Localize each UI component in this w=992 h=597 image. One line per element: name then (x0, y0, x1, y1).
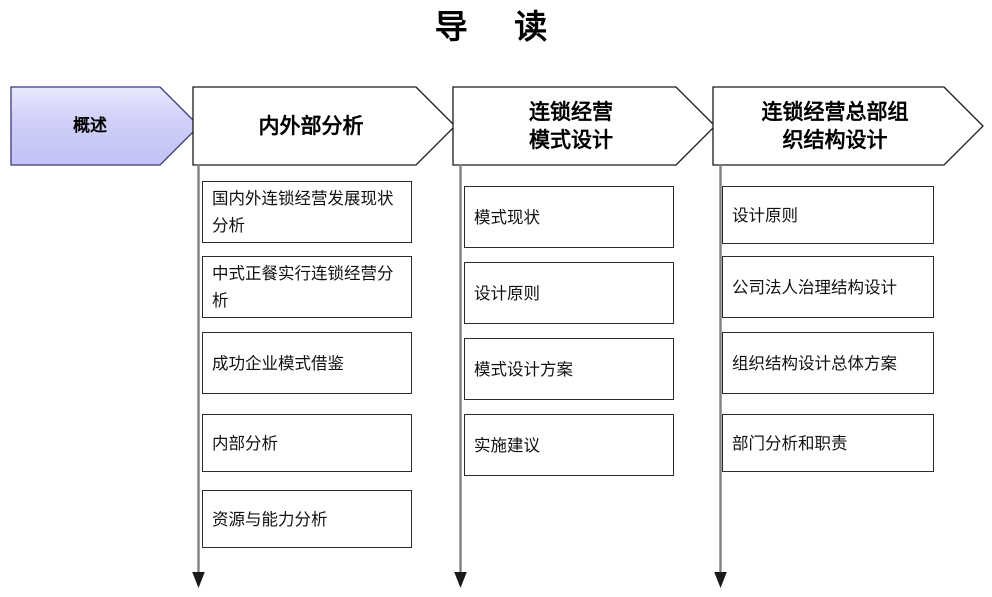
phase-item-box[interactable]: 模式现状 (464, 186, 674, 248)
page-title: 导 读 (434, 10, 558, 46)
phase-item-label: 国内外连锁经营发展现状分析 (212, 189, 394, 235)
chevron-shape-overview (10, 86, 200, 166)
connector-arrow-internal-external-analysis (192, 164, 205, 588)
phase-item-box[interactable]: 公司法人治理结构设计 (722, 256, 934, 318)
phase-item-label: 内部分析 (212, 433, 278, 453)
phase-item-box[interactable]: 组织结构设计总体方案 (722, 332, 934, 394)
phase-header-headquarters-org-structure-design[interactable]: 连锁经营总部组 织结构设计 (712, 86, 984, 166)
phase-item-box[interactable]: 设计原则 (722, 186, 934, 244)
phase-header-overview[interactable]: 概述 (10, 86, 200, 166)
phase-item-label: 模式现状 (474, 207, 540, 227)
connector-arrow-headquarters-org-structure-design (714, 164, 727, 588)
connector-arrow-chain-operation-model-design (454, 164, 467, 588)
chevron-shape-headquarters-org-structure-design (712, 86, 984, 166)
phase-header-label-headquarters-org-structure-design: 连锁经营总部组 织结构设计 (761, 100, 909, 152)
phase-header-label-internal-external-analysis: 内外部分析 (258, 114, 364, 138)
phase-header-label-overview: 概述 (73, 116, 107, 135)
phase-item-box[interactable]: 国内外连锁经营发展现状分析 (202, 181, 412, 243)
phase-header-internal-external-analysis[interactable]: 内外部分析 (192, 86, 456, 166)
phase-item-label: 模式设计方案 (474, 359, 573, 379)
phase-header-chain-operation-model-design[interactable]: 连锁经营 模式设计 (452, 86, 716, 166)
phase-item-box[interactable]: 内部分析 (202, 414, 412, 472)
phase-item-box[interactable]: 中式正餐实行连锁经营分析 (202, 256, 412, 318)
phase-item-label: 成功企业模式借鉴 (212, 353, 344, 373)
phase-item-box[interactable]: 部门分析和职责 (722, 414, 934, 472)
phase-item-label: 设计原则 (732, 205, 798, 225)
chevron-shape-chain-operation-model-design (452, 86, 716, 166)
phase-item-box[interactable]: 实施建议 (464, 414, 674, 476)
phase-item-label: 组织结构设计总体方案 (732, 353, 897, 373)
phase-item-label: 中式正餐实行连锁经营分析 (212, 264, 394, 310)
phase-item-box[interactable]: 设计原则 (464, 262, 674, 324)
phase-item-label: 部门分析和职责 (732, 433, 848, 453)
phase-item-label: 公司法人治理结构设计 (732, 277, 897, 297)
phase-item-label: 资源与能力分析 (212, 509, 328, 529)
phase-header-label-chain-operation-model-design: 连锁经营 模式设计 (529, 100, 613, 152)
phase-item-box[interactable]: 资源与能力分析 (202, 490, 412, 548)
phase-item-label: 设计原则 (474, 283, 540, 303)
phase-item-label: 实施建议 (474, 435, 540, 455)
phase-item-box[interactable]: 成功企业模式借鉴 (202, 332, 412, 394)
phase-item-box[interactable]: 模式设计方案 (464, 338, 674, 400)
chevron-shape-internal-external-analysis (192, 86, 456, 166)
